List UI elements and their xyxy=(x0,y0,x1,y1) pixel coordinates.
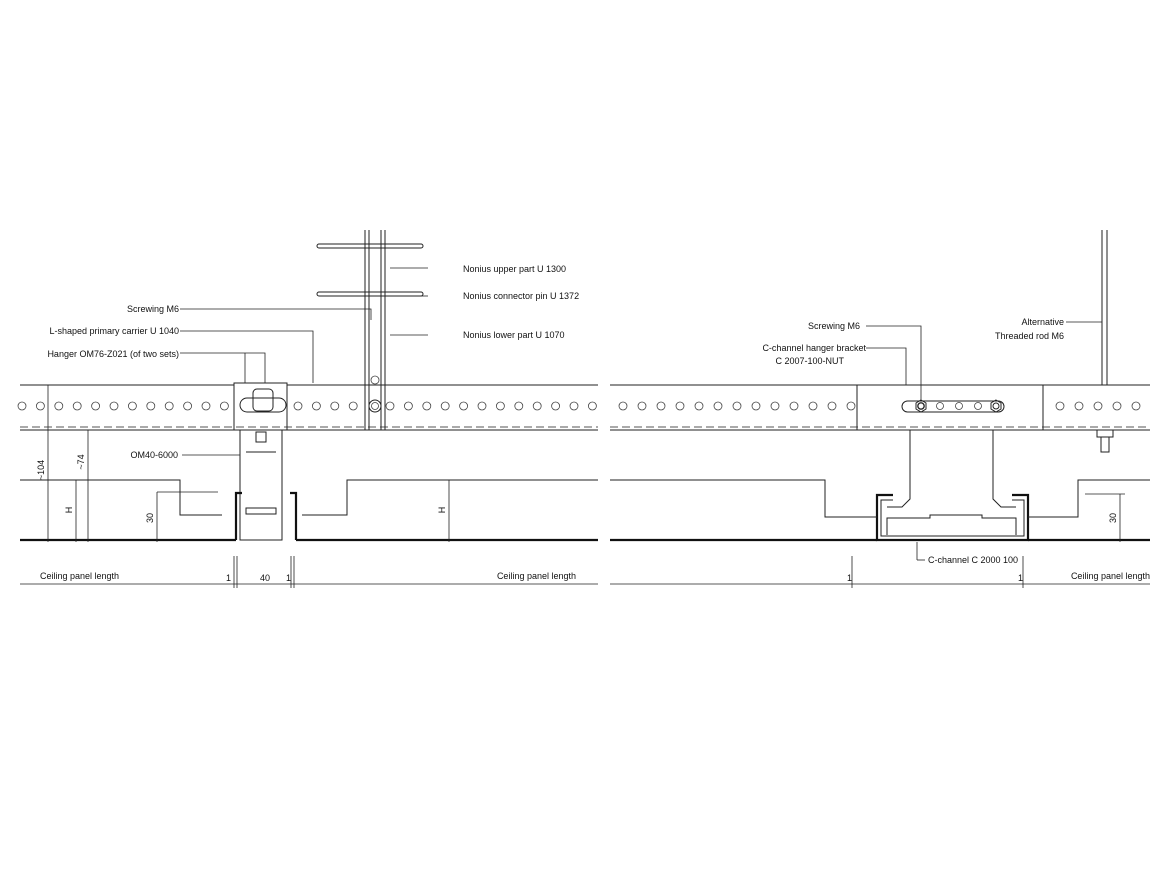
threaded-rod xyxy=(1096,230,1114,453)
carrier-hole xyxy=(403,401,413,411)
carrier-hole xyxy=(770,401,780,411)
label-screwing: Screwing M6 xyxy=(127,304,179,314)
label-profile: OM40-6000 xyxy=(130,450,178,460)
dim-h-left: H xyxy=(64,507,74,514)
carrier-hole xyxy=(808,401,818,411)
panel-length-right: Ceiling panel length xyxy=(497,571,576,581)
carrier-hole xyxy=(385,401,395,411)
carrier-hole xyxy=(846,401,856,411)
om40-profile xyxy=(239,429,283,541)
label-nonius-connector: Nonius connector pin U 1372 xyxy=(463,291,579,301)
carrier-hole xyxy=(789,401,799,411)
carrier-hole xyxy=(330,401,340,411)
carrier-hole xyxy=(183,401,193,411)
carrier-hole xyxy=(459,401,469,411)
carrier-hole xyxy=(1074,401,1084,411)
carrier-hole xyxy=(713,401,723,411)
carrier-hole xyxy=(422,401,432,411)
carrier-holes xyxy=(618,401,1141,411)
label-nonius-lower: Nonius lower part U 1070 xyxy=(463,330,565,340)
carrier-hole xyxy=(751,401,761,411)
carrier-hole xyxy=(219,401,229,411)
carrier-hole xyxy=(514,401,524,411)
dim-gap-left: 1 xyxy=(226,573,231,583)
carrier-hole xyxy=(618,401,628,411)
right-detail: Screwing M6 C-channel hanger bracket C 2… xyxy=(610,230,1150,588)
nonius-hanger xyxy=(316,230,424,431)
ceiling-panels-right xyxy=(610,479,1150,542)
label-alternative: Alternative xyxy=(1021,317,1064,327)
carrier-hole xyxy=(54,401,64,411)
dim-h-right: H xyxy=(437,507,447,514)
carrier-hole xyxy=(348,401,358,411)
carrier-hole xyxy=(1131,401,1141,411)
label-hanger: Hanger OM76-Z021 (of two sets) xyxy=(47,349,179,359)
carrier-hole xyxy=(827,401,837,411)
carrier-hole xyxy=(637,401,647,411)
label-primary-carrier: L-shaped primary carrier U 1040 xyxy=(49,326,179,336)
carrier-hole xyxy=(146,401,156,411)
ceiling-panels xyxy=(20,479,598,542)
label-bracket-line1: C-channel hanger bracket xyxy=(762,343,866,353)
carrier-hole xyxy=(694,401,704,411)
carrier-hole xyxy=(17,401,27,411)
carrier-hole xyxy=(1055,401,1065,411)
carrier-hole xyxy=(311,401,321,411)
c-channel-hanger-bracket xyxy=(856,384,1044,535)
carrier-hole xyxy=(675,401,685,411)
left-detail: Nonius upper part U 1300 Nonius connecto… xyxy=(17,230,598,588)
carrier-hole xyxy=(732,401,742,411)
label-nonius-upper: Nonius upper part U 1300 xyxy=(463,264,566,274)
c-channel xyxy=(875,493,1030,542)
carrier-hole xyxy=(36,401,45,411)
carrier-hole xyxy=(656,401,666,411)
dim-104: ~104 xyxy=(36,460,46,480)
dim-30-right: 30 xyxy=(1108,513,1118,523)
dim-width: 40 xyxy=(260,573,270,583)
primary-carrier-right xyxy=(610,384,1150,431)
carrier-hole xyxy=(127,401,137,411)
panel-length-left: Ceiling panel length xyxy=(40,571,119,581)
carrier-hole xyxy=(440,401,450,411)
panel-length-right-detail: Ceiling panel length xyxy=(1071,571,1150,581)
carrier-hole xyxy=(293,401,303,411)
carrier-hole xyxy=(569,401,579,411)
carrier-hole xyxy=(164,401,174,411)
label-screwing-right: Screwing M6 xyxy=(808,321,860,331)
dim-74: ~74 xyxy=(76,454,86,469)
dim-30: 30 xyxy=(145,513,155,523)
leader-lines xyxy=(20,267,598,588)
carrier-hole xyxy=(201,401,211,411)
carrier-hole xyxy=(477,401,487,411)
carrier-hole xyxy=(1093,401,1103,411)
carrier-hole xyxy=(72,401,82,411)
dim-gap-left-right: 1 xyxy=(847,573,852,583)
carrier-holes xyxy=(17,401,597,411)
hanger xyxy=(233,382,288,431)
carrier-hole xyxy=(109,401,119,411)
label-threaded-rod: Threaded rod M6 xyxy=(995,331,1064,341)
carrier-hole xyxy=(551,401,560,411)
carrier-hole xyxy=(588,401,597,411)
dim-gap-right: 1 xyxy=(286,573,291,583)
carrier-hole xyxy=(532,401,542,411)
carrier-hole xyxy=(91,401,100,411)
leader-lines-right xyxy=(610,321,1150,588)
carrier-hole xyxy=(1112,401,1122,411)
dim-gap-right-right: 1 xyxy=(1018,573,1023,583)
label-bracket-line2: C 2007-100-NUT xyxy=(775,356,844,366)
carrier-hole xyxy=(495,401,505,411)
label-c-channel: C-channel C 2000 100 xyxy=(928,555,1018,565)
primary-carrier xyxy=(17,384,598,431)
